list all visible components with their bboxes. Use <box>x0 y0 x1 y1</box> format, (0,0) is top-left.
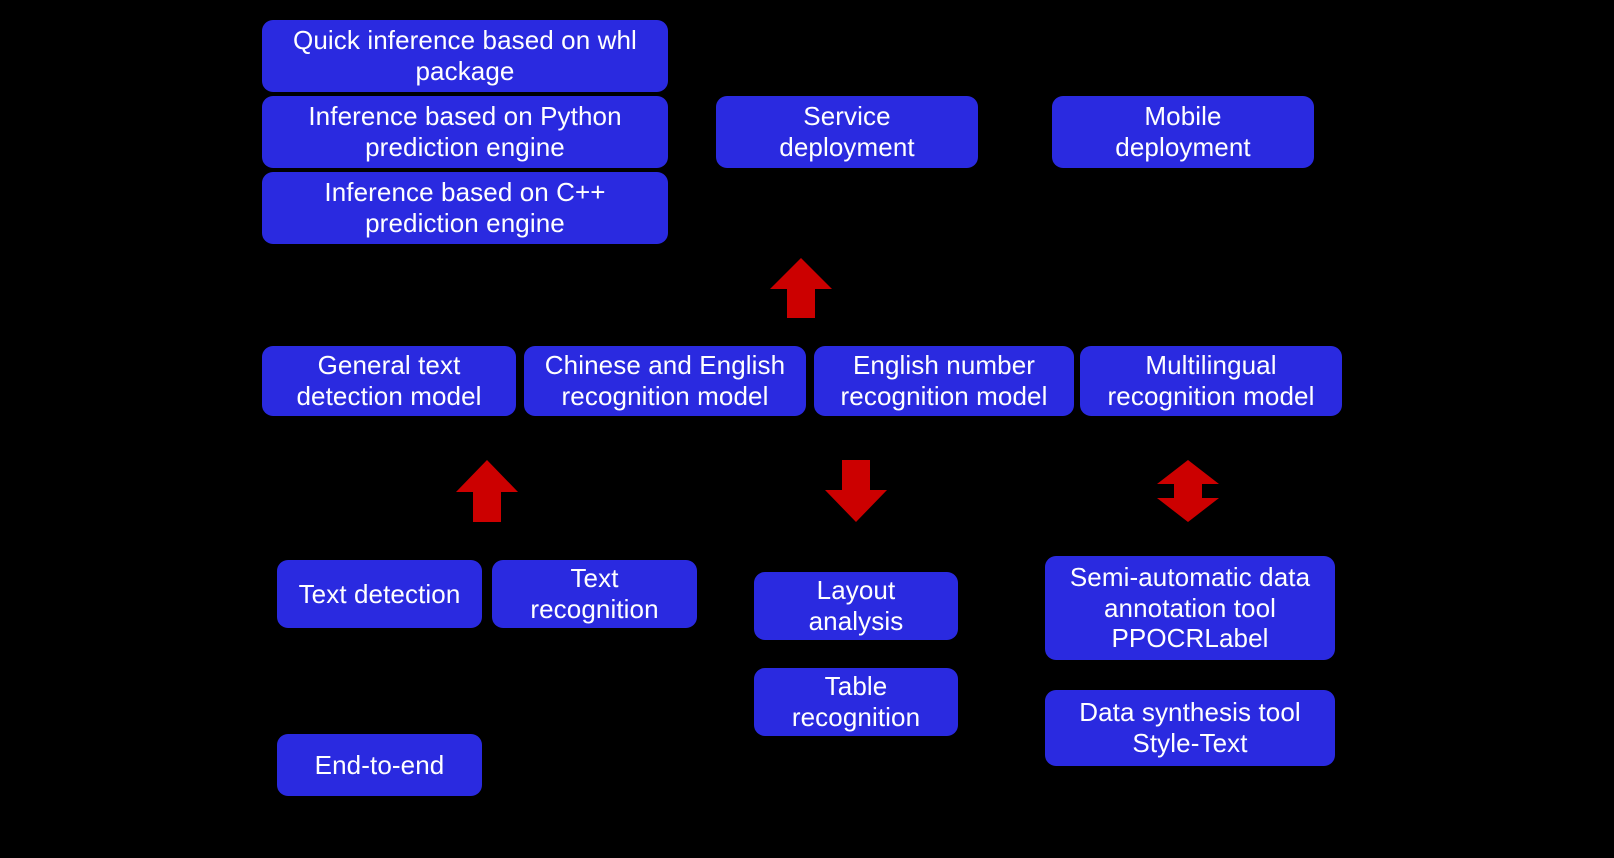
node-mobile-deployment[interactable]: Mobile deployment <box>1052 96 1314 168</box>
node-multilingual-recognition-model[interactable]: Multilingual recognition model <box>1080 346 1342 416</box>
node-inference-python-engine[interactable]: Inference based on Python prediction eng… <box>262 96 668 168</box>
node-service-deployment[interactable]: Service deployment <box>716 96 978 168</box>
node-style-text-synthesis-tool[interactable]: Data synthesis tool Style-Text <box>1045 690 1335 766</box>
node-layout-analysis[interactable]: Layout analysis <box>754 572 958 640</box>
arrow-models-to-deployment <box>770 258 832 318</box>
arrow-models-to-document-analysis <box>825 460 887 522</box>
node-text-recognition[interactable]: Text recognition <box>492 560 697 628</box>
node-quick-inference-whl[interactable]: Quick inference based on whl package <box>262 20 668 92</box>
node-chinese-english-recognition-model[interactable]: Chinese and English recognition model <box>524 346 806 416</box>
arrow-detection-to-models <box>456 460 518 522</box>
node-general-text-detection-model[interactable]: General text detection model <box>262 346 516 416</box>
node-table-recognition[interactable]: Table recognition <box>754 668 958 736</box>
node-english-number-recognition-model[interactable]: English number recognition model <box>814 346 1074 416</box>
node-end-to-end[interactable]: End-to-end <box>277 734 482 796</box>
node-text-detection[interactable]: Text detection <box>277 560 482 628</box>
node-ppocrlabel-annotation-tool[interactable]: Semi-automatic data annotation tool PPOC… <box>1045 556 1335 660</box>
node-inference-cpp-engine[interactable]: Inference based on C++ prediction engine <box>262 172 668 244</box>
arrow-models-to-data-tools <box>1157 460 1219 522</box>
